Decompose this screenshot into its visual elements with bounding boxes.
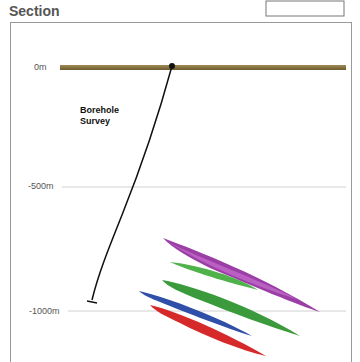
ground-surface — [60, 65, 346, 70]
borehole-end-tick — [87, 301, 97, 303]
green-lens-upper — [170, 262, 258, 290]
depth-label: -500m — [28, 181, 54, 191]
depth-gridline — [68, 311, 346, 312]
borehole-trace — [92, 66, 172, 300]
depth-gridline — [62, 187, 346, 188]
red-lens — [150, 305, 266, 356]
section-frame — [11, 23, 352, 362]
depth-label: 0m — [34, 62, 47, 72]
ore-lenses — [139, 238, 320, 356]
borehole-label: Borehole Survey — [80, 105, 132, 127]
header-tab — [266, 1, 344, 16]
collar-point — [169, 63, 175, 69]
purple-lens — [163, 238, 320, 312]
section-title: Section — [9, 3, 60, 19]
depth-label: -1000m — [29, 306, 60, 316]
